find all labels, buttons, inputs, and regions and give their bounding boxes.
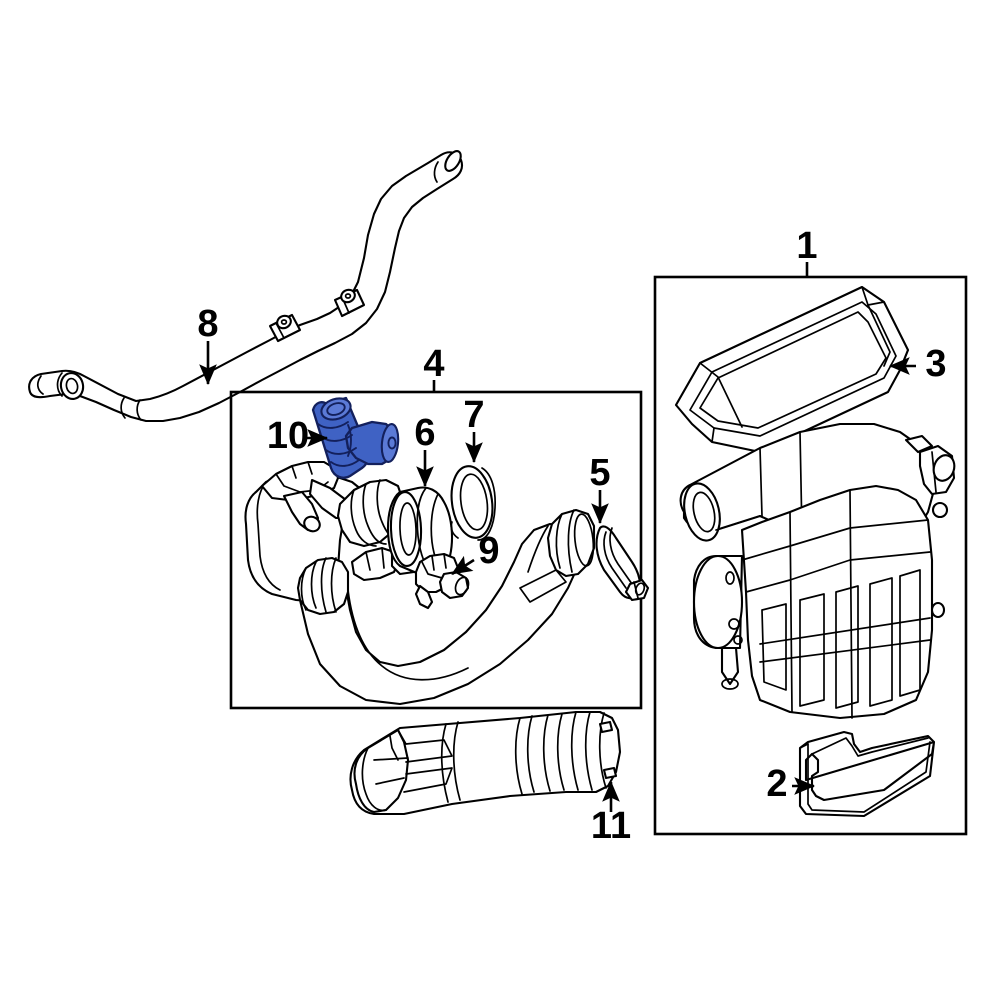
part-air-intake-duct-assembly[interactable] [244, 460, 596, 706]
part-air-cleaner-housing-seal[interactable] [798, 730, 936, 818]
callout-number-1: 1 [796, 225, 817, 267]
callout-number-3: 3 [925, 343, 946, 385]
callout-leaders [199, 262, 916, 812]
callout-number-4: 4 [423, 343, 444, 385]
callout-number-7: 7 [463, 394, 484, 436]
callout-number-2: 2 [766, 763, 787, 805]
part-air-intake-sensor[interactable] [414, 552, 471, 610]
part-air-intake-inlet-duct[interactable] [349, 710, 622, 816]
part-hose-clamp[interactable] [595, 525, 650, 602]
callout-number-8: 8 [197, 303, 218, 345]
group-box-air-intake-duct [229, 390, 643, 710]
callout-number-6: 6 [414, 412, 435, 454]
callout-number-9: 9 [478, 530, 499, 572]
part-intake-air-hose-elbow-highlighted[interactable] [311, 395, 400, 479]
callout-numbers: 1 2 3 4 5 6 7 8 9 10 11 [197, 225, 946, 847]
callout-number-11: 11 [591, 805, 631, 847]
part-air-cleaner-housing[interactable] [679, 422, 958, 720]
callout-number-10: 10 [267, 415, 309, 457]
part-o-ring-seal[interactable] [447, 464, 497, 541]
part-crankcase-vent-hose[interactable] [28, 148, 464, 423]
callout-number-5: 5 [589, 452, 610, 494]
group-box-air-cleaner [653, 275, 968, 836]
